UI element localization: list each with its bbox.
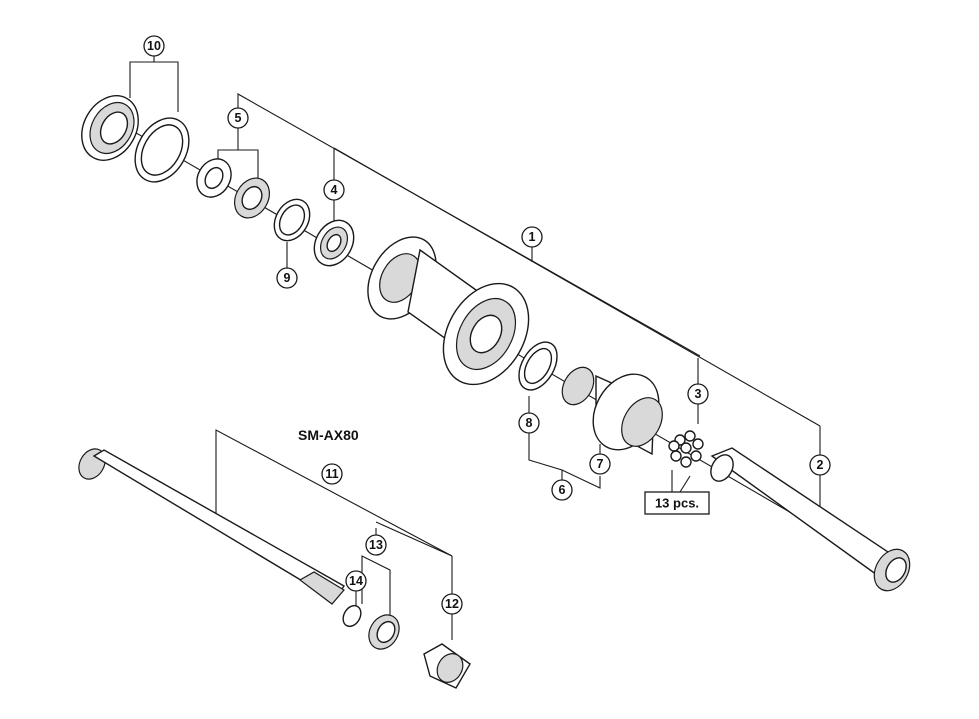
callout-3: 3 bbox=[687, 383, 709, 405]
callout-14: 14 bbox=[345, 570, 367, 592]
spacer-ring-part bbox=[134, 117, 190, 183]
ball-bearings-part bbox=[668, 430, 704, 468]
dust-cap-part bbox=[273, 198, 311, 242]
callout-2: 2 bbox=[809, 454, 831, 476]
svg-text:3: 3 bbox=[695, 387, 702, 401]
axle-collar-part bbox=[368, 614, 400, 650]
svg-text:12: 12 bbox=[445, 597, 459, 611]
svg-text:1: 1 bbox=[529, 230, 536, 244]
thru-axle-part bbox=[78, 448, 346, 605]
callout-1: 1 bbox=[521, 226, 543, 248]
callout-12: 12 bbox=[441, 593, 463, 615]
o-ring-part bbox=[342, 604, 362, 628]
bearing-part bbox=[313, 219, 355, 267]
lock-ring-part bbox=[81, 95, 139, 161]
svg-text:5: 5 bbox=[235, 111, 242, 125]
washer-part bbox=[518, 341, 558, 391]
quantity-box: 13 pcs. bbox=[644, 491, 710, 515]
end-nut-part bbox=[423, 643, 471, 689]
model-label: SM-AX80 bbox=[298, 427, 359, 443]
callout-11: 11 bbox=[321, 463, 343, 485]
svg-text:4: 4 bbox=[331, 183, 338, 197]
svg-text:8: 8 bbox=[526, 416, 533, 430]
hub-shell-part bbox=[367, 236, 530, 386]
svg-text:10: 10 bbox=[147, 39, 161, 53]
callout-13: 13 bbox=[365, 534, 387, 556]
callout-6: 6 bbox=[551, 479, 573, 501]
callout-7: 7 bbox=[589, 453, 611, 475]
svg-text:13: 13 bbox=[369, 538, 383, 552]
callout-10: 10 bbox=[143, 35, 165, 57]
callout-4: 4 bbox=[323, 179, 345, 201]
axle-part bbox=[710, 447, 911, 592]
callout-5: 5 bbox=[227, 107, 249, 129]
cone-nut-part bbox=[196, 158, 270, 219]
svg-text:14: 14 bbox=[349, 574, 363, 588]
freehub-body-part bbox=[561, 366, 663, 456]
svg-text:2: 2 bbox=[817, 458, 824, 472]
svg-text:7: 7 bbox=[597, 457, 604, 471]
svg-text:6: 6 bbox=[559, 483, 566, 497]
svg-text:11: 11 bbox=[325, 467, 338, 481]
quantity-label: 13 pcs. bbox=[655, 496, 699, 511]
callout-8: 8 bbox=[518, 412, 540, 434]
callout-9: 9 bbox=[276, 267, 298, 289]
svg-text:9: 9 bbox=[284, 271, 291, 285]
